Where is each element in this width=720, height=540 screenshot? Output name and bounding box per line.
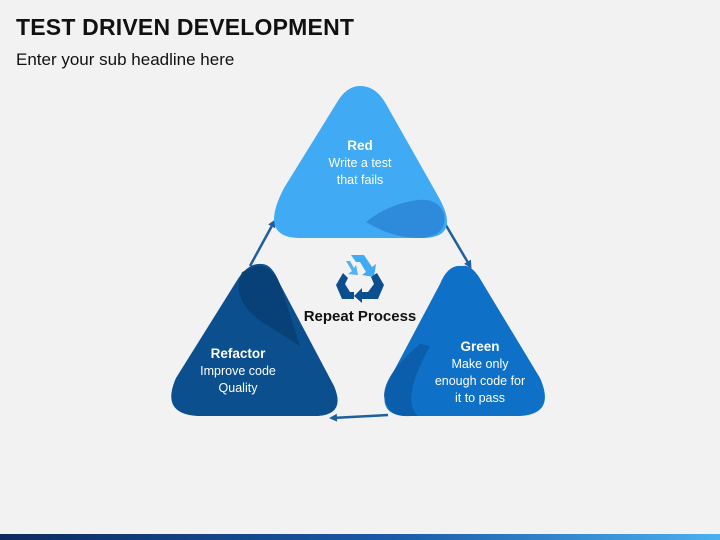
recycle-icon (336, 255, 384, 303)
node-green (384, 265, 545, 417)
page-title: TEST DRIVEN DEVELOPMENT (16, 14, 355, 40)
node-red-line-2: that fails (336, 173, 384, 187)
node-refactor-title: Refactor (210, 346, 266, 361)
node-refactor-line-2: Quality (218, 381, 258, 395)
center-label: Repeat Process (303, 308, 417, 325)
arrow-red-to-green (442, 221, 472, 269)
node-refactor-text: Refactor Improve code Quality (180, 345, 296, 397)
arrow-green-to-refactor (329, 413, 389, 422)
node-refactor-line-1: Improve code (200, 364, 276, 378)
bottom-accent-bar (0, 534, 720, 540)
node-green-line-1: Make only (451, 357, 509, 371)
node-red-line-1: Write a test (328, 156, 392, 170)
node-green-line-2: enough code for (434, 374, 526, 388)
node-refactor (171, 263, 338, 416)
node-red-text: Red Write a test that fails (303, 137, 417, 189)
arrow-refactor-to-red (248, 219, 276, 267)
node-red (274, 86, 447, 238)
node-green-line-3: it to pass (454, 391, 506, 405)
node-red-title: Red (347, 138, 373, 153)
node-green-title: Green (460, 339, 500, 354)
page-subtitle: Enter your sub headline here (16, 50, 235, 69)
node-green-text: Green Make only enough code for it to pa… (420, 338, 540, 407)
